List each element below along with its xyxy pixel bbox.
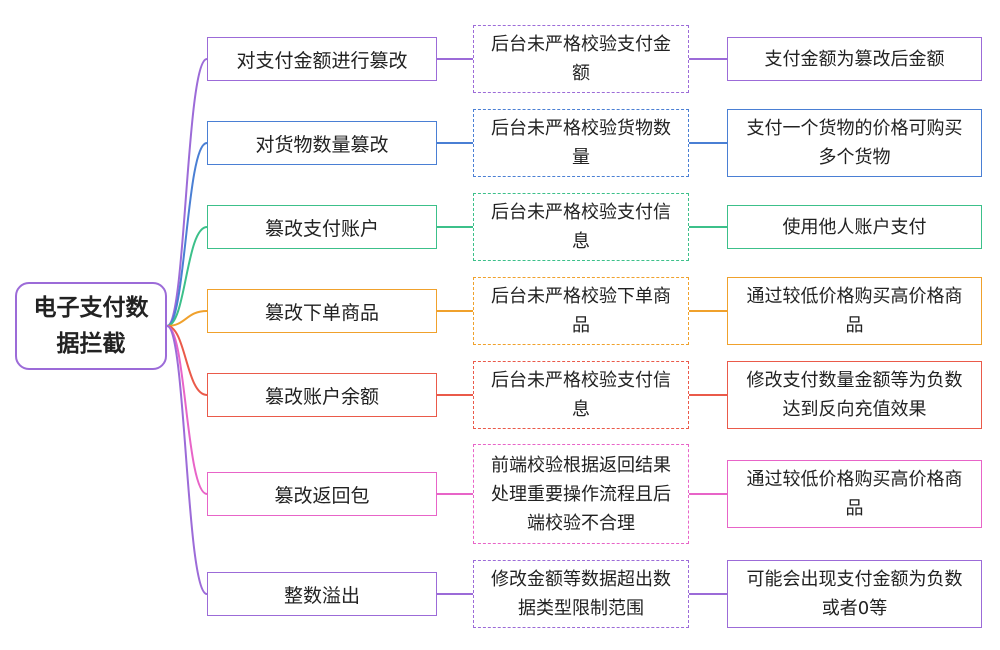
root-link-3 [166,226,208,327]
root-link-2 [166,142,208,327]
effect-node-6[interactable]: 通过较低价格购买高价格商品 [727,460,982,528]
attack-node-7[interactable]: 整数溢出 [207,572,437,616]
attack-node-5[interactable]: 篡改账户余额 [207,373,437,417]
attack-node-6[interactable]: 篡改返回包 [207,472,437,516]
root-link-6 [166,325,208,495]
cause-node-1[interactable]: 后台未严格校验支付金额 [473,25,689,93]
effect-node-4[interactable]: 通过较低价格购买高价格商品 [727,277,982,345]
cause-node-5[interactable]: 后台未严格校验支付信息 [473,361,689,429]
effect-node-7[interactable]: 可能会出现支付金额为负数或者0等 [727,560,982,628]
cause-node-4[interactable]: 后台未严格校验下单商品 [473,277,689,345]
effect-node-5[interactable]: 修改支付数量金额等为负数达到反向充值效果 [727,361,982,429]
effect-node-3[interactable]: 使用他人账户支付 [727,205,982,249]
effect-node-1[interactable]: 支付金额为篡改后金额 [727,37,982,81]
root-node[interactable]: 电子支付数据拦截 [15,282,167,370]
root-link-1 [166,58,208,327]
attack-node-4[interactable]: 篡改下单商品 [207,289,437,333]
cause-node-7[interactable]: 修改金额等数据超出数据类型限制范围 [473,560,689,628]
attack-node-3[interactable]: 篡改支付账户 [207,205,437,249]
effect-node-2[interactable]: 支付一个货物的价格可购买多个货物 [727,109,982,177]
root-link-4 [166,310,208,327]
cause-node-3[interactable]: 后台未严格校验支付信息 [473,193,689,261]
attack-node-1[interactable]: 对支付金额进行篡改 [207,37,437,81]
attack-node-2[interactable]: 对货物数量篡改 [207,121,437,165]
root-link-7 [166,325,208,595]
cause-node-2[interactable]: 后台未严格校验货物数量 [473,109,689,177]
cause-node-6[interactable]: 前端校验根据返回结果处理重要操作流程且后端校验不合理 [473,444,689,544]
root-link-5 [166,325,208,396]
